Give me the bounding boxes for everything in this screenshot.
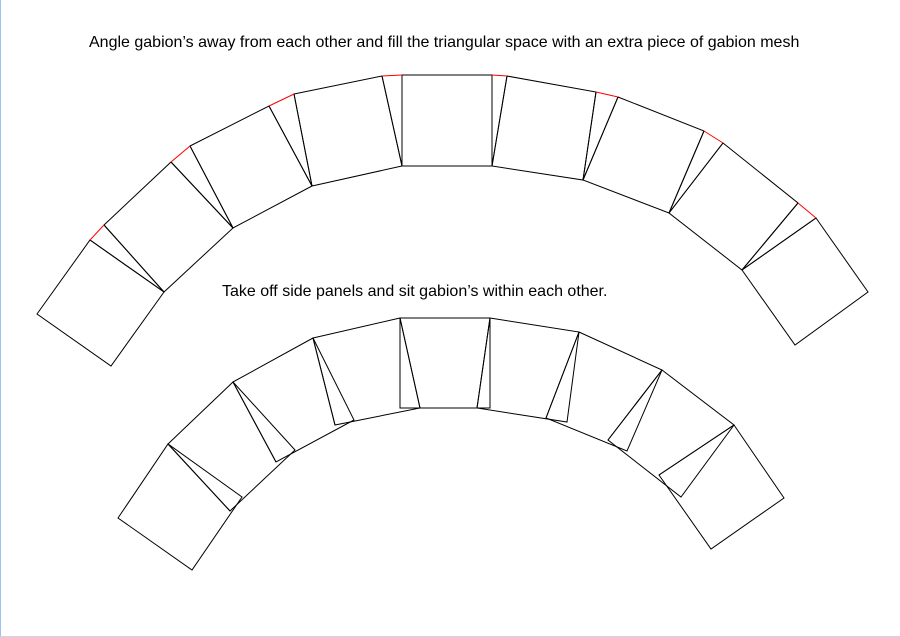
infill-side — [268, 105, 313, 187]
gabion-box — [167, 381, 296, 512]
infill-side — [103, 224, 165, 293]
extra-mesh-edge — [89, 224, 105, 241]
infill-side — [170, 161, 234, 229]
top-caption: Angle gabion’s away from each other and … — [89, 34, 800, 51]
angled-gabion-arc — [36, 74, 869, 367]
gabion-box — [36, 239, 165, 367]
overlap-side — [312, 337, 336, 426]
extra-mesh-edge — [491, 74, 508, 77]
extra-mesh-edge — [595, 91, 619, 98]
overlap-side — [545, 331, 580, 419]
gabion-box — [401, 74, 493, 167]
extra-mesh-edge — [170, 145, 191, 163]
overlap-side — [167, 443, 231, 512]
infill-side — [582, 91, 597, 181]
overlap-side — [399, 317, 421, 409]
infill-side — [582, 96, 619, 181]
gabion-box — [117, 443, 243, 571]
gabion-box — [232, 337, 355, 463]
infill-side — [668, 142, 724, 214]
extra-mesh-edge — [381, 74, 403, 77]
extra-mesh-edge — [797, 202, 817, 219]
infill-side — [381, 75, 403, 167]
gabion-box — [103, 161, 234, 293]
gabion-box — [607, 369, 735, 498]
infill-side — [293, 93, 313, 187]
infill-side — [741, 202, 799, 271]
gabion-box — [658, 424, 785, 550]
gabion-box — [545, 331, 663, 452]
gabion-box — [189, 105, 313, 229]
gabion-box — [476, 317, 580, 423]
infill-side — [491, 75, 508, 167]
infill-side — [668, 130, 705, 214]
gabion-box — [582, 96, 705, 214]
overlap-side — [476, 317, 491, 409]
gabion-box — [668, 142, 799, 271]
gabion-box — [399, 317, 491, 409]
infill-side — [189, 145, 234, 229]
gabion-box — [741, 217, 869, 346]
infill-side — [89, 239, 165, 293]
extra-mesh-edge — [703, 130, 724, 144]
infill-side — [741, 217, 817, 271]
nested-gabion-arc — [117, 317, 785, 571]
extra-mesh-edge — [268, 93, 295, 107]
overlap-side — [232, 381, 277, 463]
gabion-box — [491, 75, 597, 181]
overlap-side — [607, 369, 663, 441]
overlap-side — [658, 424, 735, 476]
bottom-caption: Take off side panels and sit gabion’s wi… — [222, 283, 608, 300]
